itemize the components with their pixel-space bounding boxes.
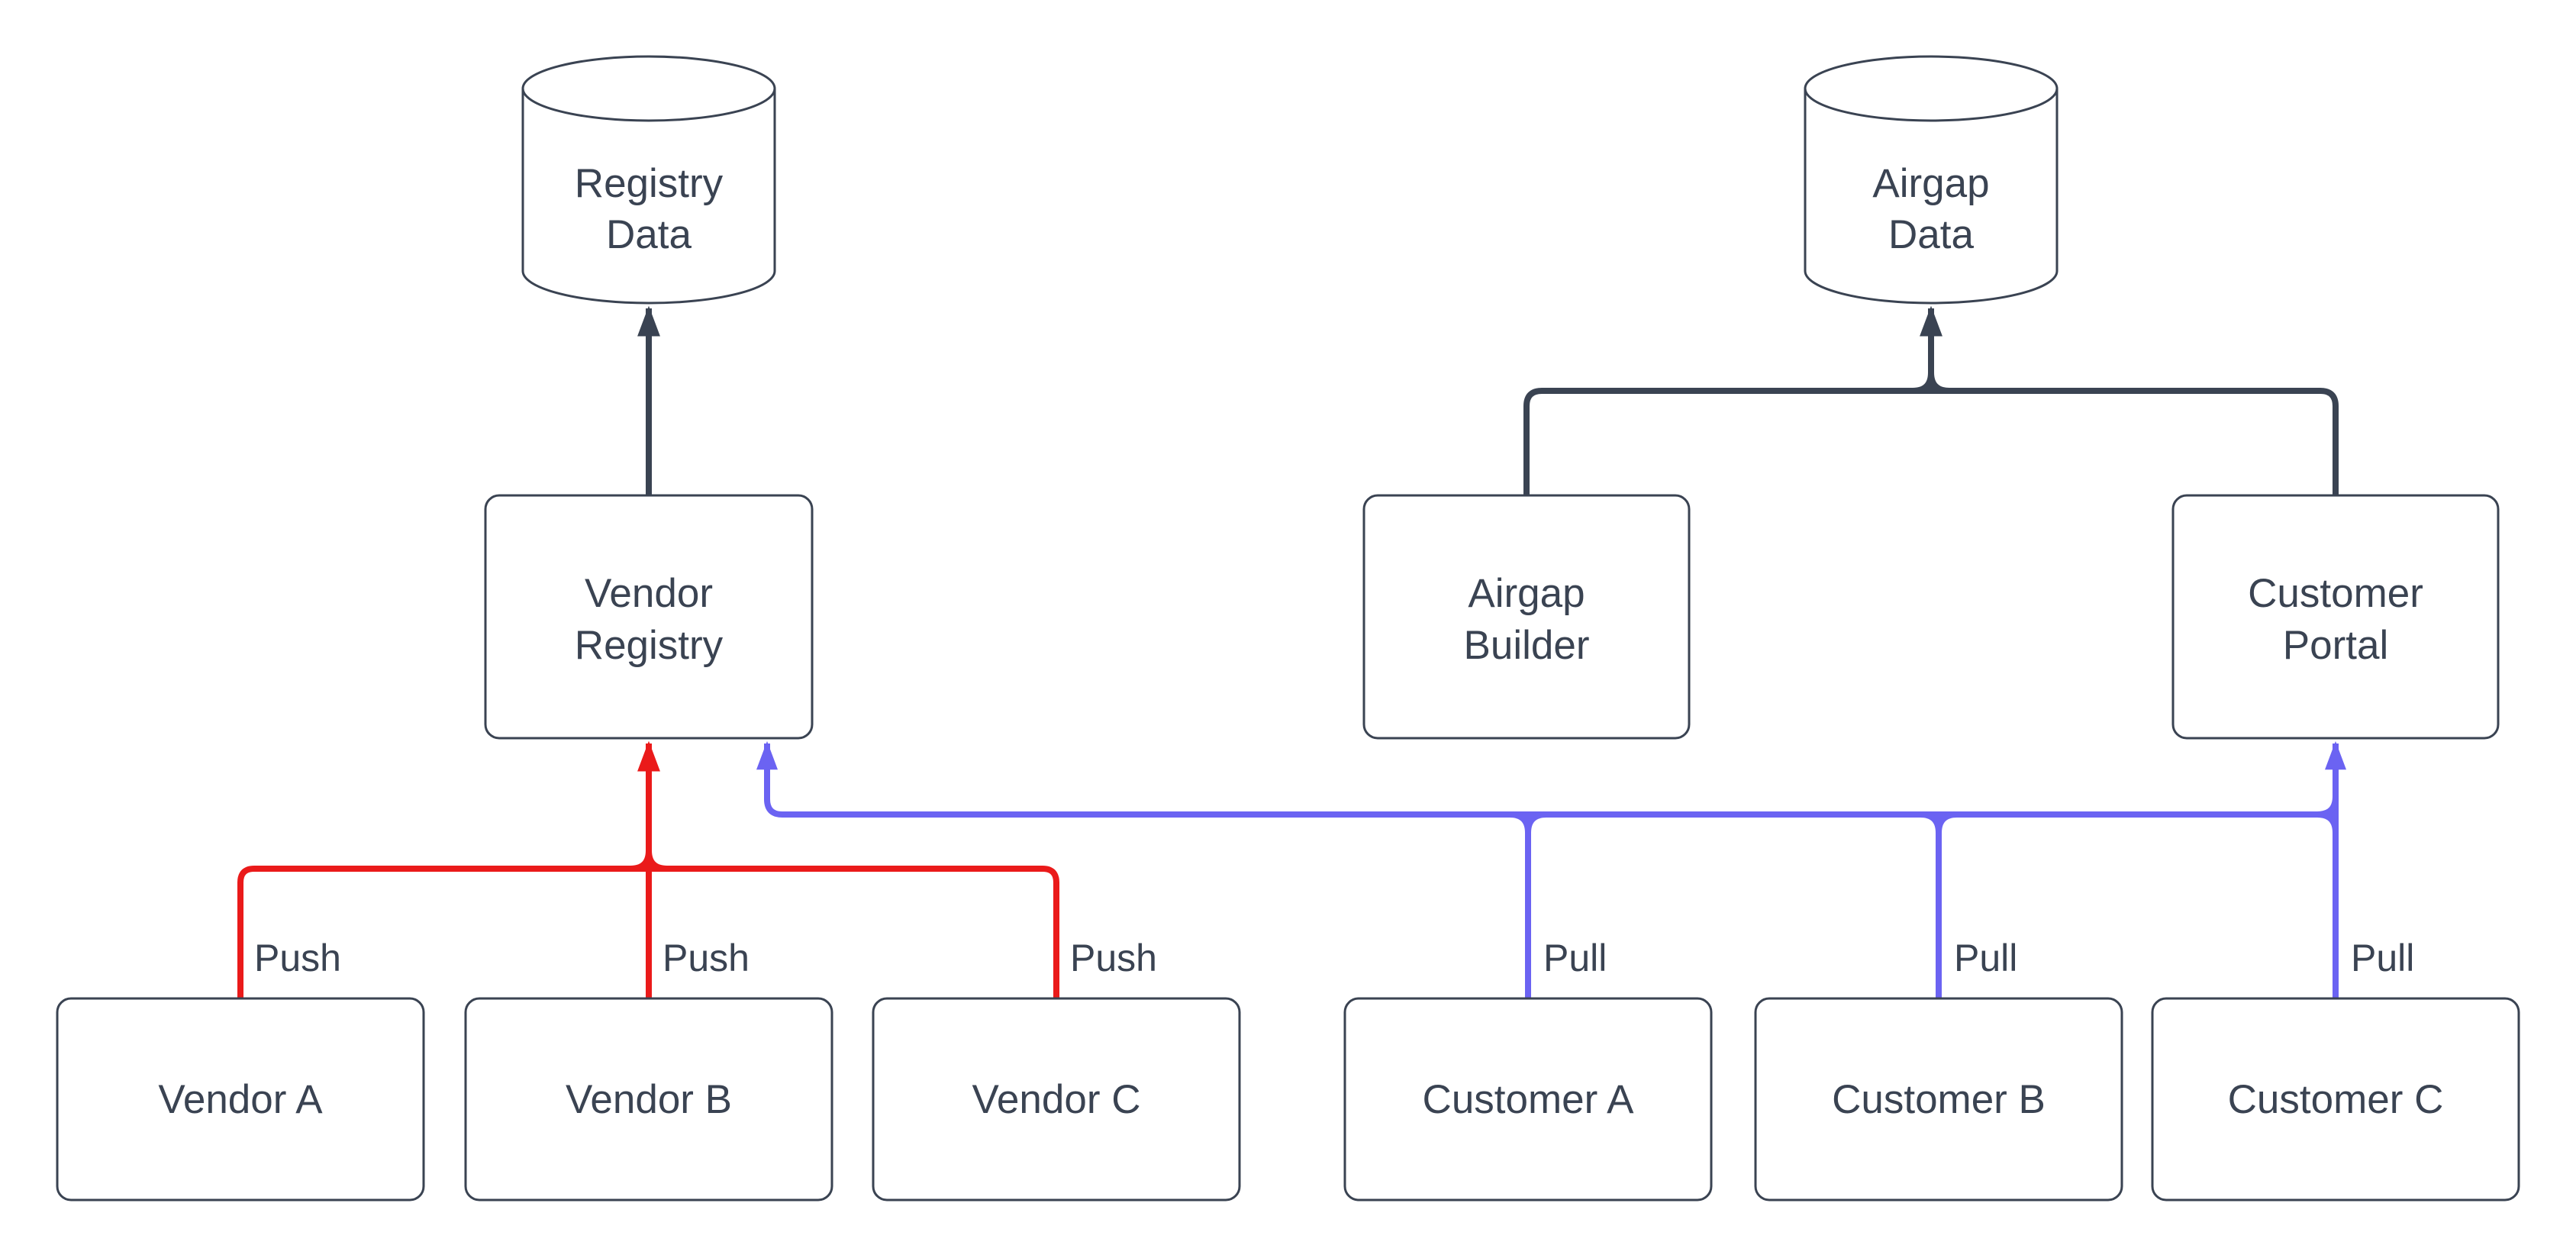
vendor-a-shape <box>56 997 425 1202</box>
vendor-a-label: Vendor A <box>158 1077 323 1122</box>
airgap-data-label-line1: Airgap <box>1872 161 1989 206</box>
airgap-data-label-line2: Data <box>1888 212 1974 257</box>
pull-label-customer-a: Pull <box>1543 937 1607 979</box>
customer-portal-box: Customer Portal <box>2171 494 2500 740</box>
vendor-c-box: Vendor C <box>872 997 1241 1202</box>
registry-data-cylinder-body <box>521 89 776 305</box>
airgap-builder-label-line1: Airgap <box>1468 571 1585 616</box>
vendor-b-shape <box>464 997 833 1202</box>
airgap-builder-label-line2: Builder <box>1464 623 1590 668</box>
registry-data-cylinder-top <box>521 55 776 122</box>
customer-portal-label-line2: Portal <box>2283 623 2388 668</box>
customer-b-label: Customer B <box>1832 1077 2046 1122</box>
airgap-builder-shape <box>1362 494 1691 740</box>
vendor-b-label: Vendor B <box>566 1077 732 1122</box>
vendor-b-box: Vendor B <box>464 997 833 1202</box>
vendor-c-label: Vendor C <box>972 1077 1141 1122</box>
vendor-a-box: Vendor A <box>56 997 425 1202</box>
customer-portal-shape <box>2171 494 2500 740</box>
registry-data-label-line2: Data <box>606 212 692 257</box>
push-label-vendor-a: Push <box>254 937 341 979</box>
edge-airgap-builder-customer-portal-bus <box>1523 388 2339 495</box>
vendor-registry-shape <box>484 494 814 740</box>
customer-a-box: Customer A <box>1343 997 1713 1202</box>
customer-a-shape <box>1343 997 1713 1202</box>
edge-fork-push-right <box>646 850 668 872</box>
vendor-registry-label-line2: Registry <box>575 623 724 668</box>
vendor-registry-box: Vendor Registry <box>484 494 814 740</box>
airgap-data-cylinder-top <box>1804 55 2059 122</box>
push-label-vendor-c: Push <box>1070 937 1157 979</box>
vendor-registry-label-line1: Vendor <box>585 571 713 616</box>
edge-fork-airgap-data-right <box>1928 372 1950 394</box>
airgap-data-cylinder-body <box>1804 89 2059 305</box>
airgap-builder-box: Airgap Builder <box>1362 494 1691 740</box>
customer-c-box: Customer C <box>2151 997 2520 1202</box>
push-label-vendor-b: Push <box>663 937 750 979</box>
customer-a-label: Customer A <box>1423 1077 1635 1122</box>
pull-label-customer-b: Pull <box>1954 937 2017 979</box>
edge-pull-bus-to-vendor-registry <box>756 740 2336 818</box>
customer-b-shape <box>1754 997 2123 1202</box>
customer-portal-label-line1: Customer <box>2248 571 2423 616</box>
customer-b-box: Customer B <box>1754 997 2123 1202</box>
customer-c-label: Customer C <box>2228 1077 2444 1122</box>
pull-label-customer-c: Pull <box>2351 937 2414 979</box>
registry-data-cylinder: Registry Data <box>521 55 776 305</box>
registry-data-label-line1: Registry <box>575 161 724 206</box>
edge-fork-customer-b-right <box>1936 811 1958 834</box>
edge-fork-customer-c-down <box>2316 811 2339 834</box>
vendor-c-shape <box>872 997 1241 1202</box>
airgap-data-cylinder: Airgap Data <box>1804 55 2059 305</box>
edge-fork-customer-a-right <box>1525 811 1547 834</box>
customer-c-shape <box>2151 997 2520 1202</box>
